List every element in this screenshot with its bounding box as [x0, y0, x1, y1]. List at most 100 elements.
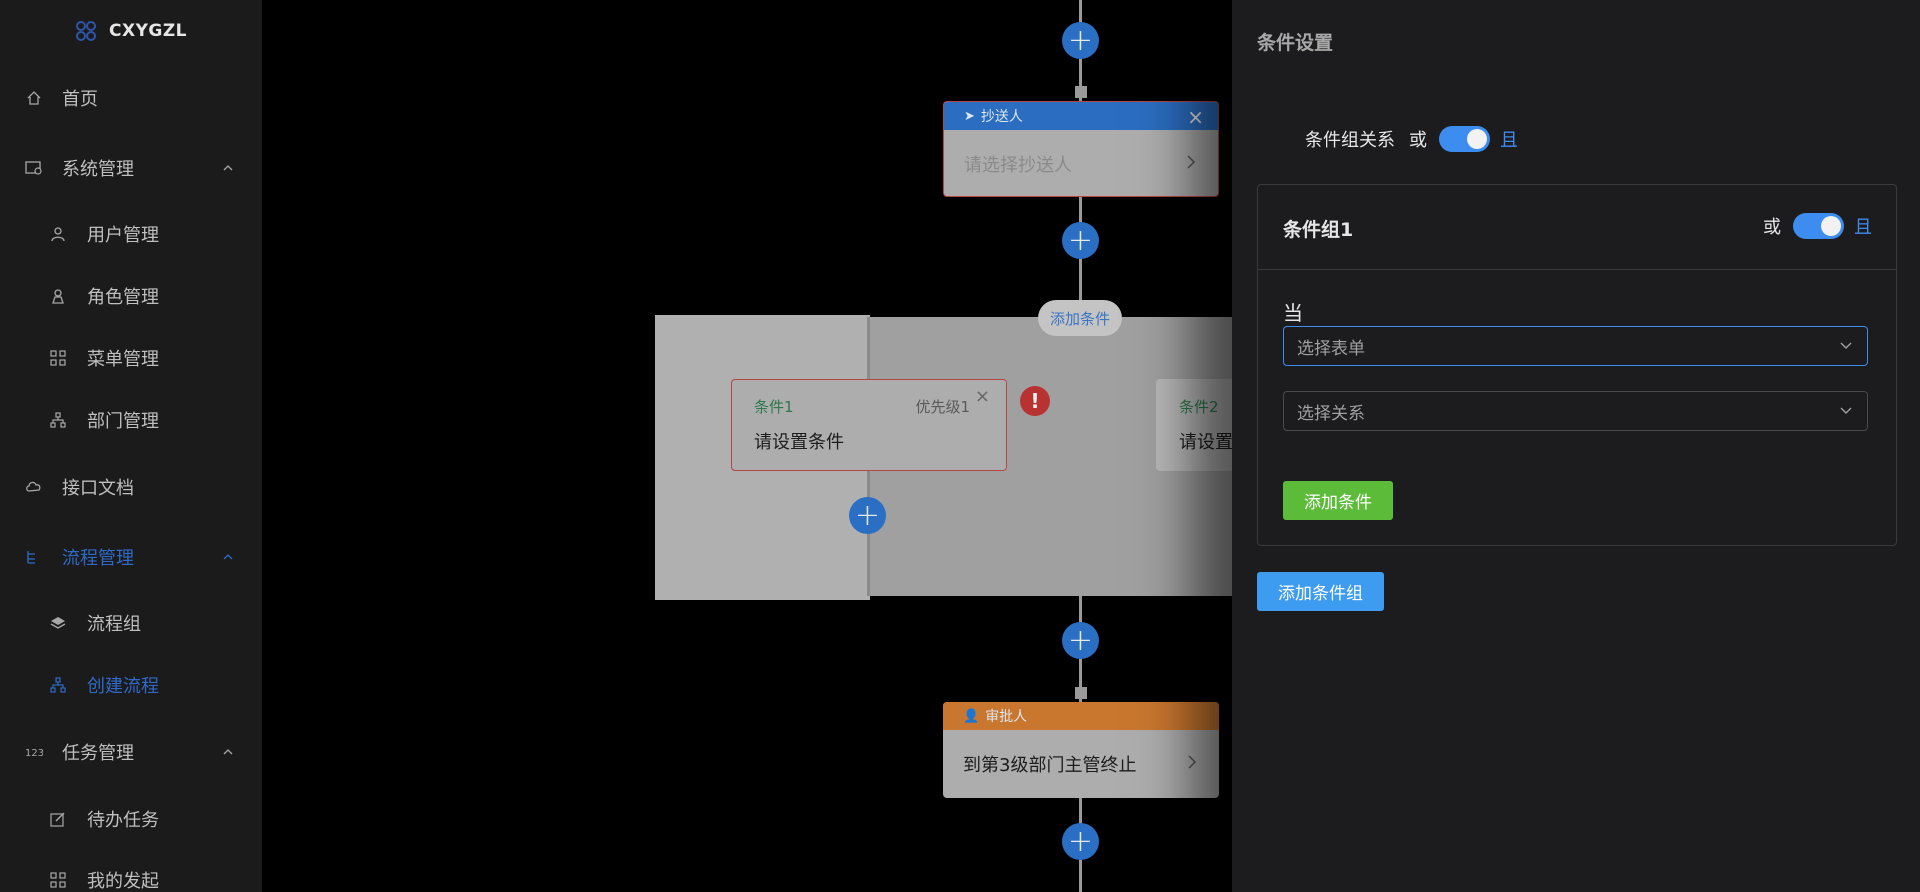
condition-settings-drawer: 条件设置 条件组关系 或 且 条件组1 或 且 当 选择表单 选择关系: [1232, 0, 1920, 892]
chevron-right-icon: [1187, 155, 1196, 169]
add-node-button[interactable]: +: [849, 497, 886, 534]
cc-node-placeholder: 请选择抄送人: [964, 155, 1072, 176]
grid-icon: [49, 871, 67, 889]
condition-relation-row: 或 且: [1763, 213, 1872, 239]
sidebar: CXYGZL 首页 系统管理 用户管理 角色管理 菜单管理 部门管理: [0, 0, 262, 892]
form-select[interactable]: 选择表单: [1283, 326, 1868, 366]
sidebar-item-departments[interactable]: 部门管理: [0, 395, 262, 445]
sidebar-item-label: 创建流程: [87, 676, 159, 697]
cc-node-header: ➤ 抄送人 ×: [944, 102, 1218, 130]
sidebar-item-todo[interactable]: 待办任务: [0, 794, 262, 844]
approver-node-title: 审批人: [985, 709, 1028, 725]
sidebar-item-label: 流程组: [87, 614, 141, 635]
approver-node-text: 到第3级部门主管终止: [963, 755, 1137, 776]
add-node-button[interactable]: +: [1062, 622, 1099, 659]
sidebar-item-label: 接口文档: [62, 478, 134, 499]
number-icon: 123: [25, 743, 43, 761]
logo-icon: [75, 21, 96, 41]
sidebar-item-roles[interactable]: 角色管理: [0, 271, 262, 321]
group-relation-label: 条件组关系: [1305, 130, 1395, 151]
connector-arrow: [1075, 687, 1087, 699]
layers-icon: [49, 614, 67, 632]
sidebar-item-home[interactable]: 首页: [0, 73, 262, 123]
sidebar-item-process[interactable]: 流程管理: [0, 532, 262, 582]
group-relation-toggle[interactable]: [1439, 126, 1490, 152]
condition-group-title: 条件组1: [1283, 219, 1354, 241]
settings-icon: [25, 159, 43, 177]
sidebar-item-label: 部门管理: [87, 411, 159, 432]
role-icon: [49, 287, 67, 305]
sidebar-item-label: 我的发起: [87, 871, 159, 892]
when-label: 当: [1283, 301, 1303, 325]
group-relation-row: 条件组关系 或 且: [1305, 126, 1518, 152]
sidebar-item-label: 菜单管理: [87, 349, 159, 370]
sidebar-item-label: 任务管理: [62, 743, 134, 764]
logo-text: CXYGZL: [108, 21, 187, 41]
sidebar-item-menus[interactable]: 菜单管理: [0, 333, 262, 383]
condition-title: 条件2: [1179, 398, 1219, 416]
condition-title: 条件1: [754, 398, 794, 416]
condition-text: 请设置条件: [754, 432, 844, 453]
error-icon: !: [1020, 386, 1050, 416]
logo: CXYGZL: [0, 0, 262, 62]
add-node-button[interactable]: +: [1062, 222, 1099, 259]
home-icon: [25, 89, 43, 107]
cloud-icon: [25, 478, 43, 496]
chevron-up-icon: [223, 554, 233, 560]
org-icon: [49, 676, 67, 694]
relation-or-label: 或: [1409, 130, 1427, 151]
form-select-placeholder: 选择表单: [1297, 338, 1365, 359]
paper-plane-icon: ➤: [964, 108, 975, 124]
connector-arrow: [1075, 86, 1087, 98]
add-condition-group-button[interactable]: 添加条件组: [1257, 572, 1384, 611]
approver-node[interactable]: 👤 审批人 到第3级部门主管终止: [943, 702, 1219, 798]
cc-node-body: 请选择抄送人: [944, 130, 1218, 196]
relation-and-label: 且: [1854, 217, 1872, 238]
flow-canvas: + ➤ 抄送人 × 请选择抄送人 + 添加条件 条件1 优先级1 × 请设置条件: [262, 0, 1234, 892]
add-node-button[interactable]: +: [1062, 22, 1099, 59]
close-icon[interactable]: ×: [1187, 105, 1204, 129]
condition-priority: 优先级1: [915, 398, 970, 416]
condition-group-card: 条件组1 或 且 当 选择表单 选择关系 添加条件: [1257, 184, 1897, 546]
relation-select[interactable]: 选择关系: [1283, 391, 1868, 431]
condition-relation-toggle[interactable]: [1793, 213, 1844, 239]
sidebar-item-label: 系统管理: [62, 159, 134, 180]
add-condition-button[interactable]: 添加条件: [1283, 481, 1393, 520]
org-icon: [49, 411, 67, 429]
sidebar-item-label: 用户管理: [87, 225, 159, 246]
condition-card-1[interactable]: 条件1 优先级1 × 请设置条件: [731, 379, 1007, 471]
sidebar-item-my-started[interactable]: 我的发起: [0, 855, 262, 892]
relation-or-label: 或: [1763, 217, 1781, 238]
sidebar-item-process-group[interactable]: 流程组: [0, 598, 262, 648]
tree-icon: [25, 548, 43, 566]
chevron-right-icon: [1188, 755, 1197, 769]
sidebar-item-system[interactable]: 系统管理: [0, 143, 262, 193]
chevron-down-icon: [1840, 342, 1852, 349]
sidebar-item-label: 流程管理: [62, 548, 134, 569]
sidebar-item-api-docs[interactable]: 接口文档: [0, 462, 262, 512]
condition-text: 请设置: [1179, 432, 1233, 453]
sidebar-item-users[interactable]: 用户管理: [0, 209, 262, 259]
relation-and-label: 且: [1500, 130, 1518, 151]
relation-select-placeholder: 选择关系: [1297, 403, 1365, 424]
svg-text:123: 123: [25, 748, 43, 758]
cc-node-title: 抄送人: [980, 109, 1023, 125]
user-icon: [49, 225, 67, 243]
cc-node[interactable]: ➤ 抄送人 × 请选择抄送人: [943, 101, 1219, 197]
sidebar-item-tasks[interactable]: 123 任务管理: [0, 727, 262, 777]
approver-node-header: 👤 审批人: [943, 702, 1219, 730]
add-condition-pill[interactable]: 添加条件: [1038, 300, 1123, 336]
condition-group-header: 条件组1 或 且: [1258, 185, 1896, 270]
approver-node-body: 到第3级部门主管终止: [943, 730, 1219, 798]
sidebar-item-label: 首页: [62, 89, 98, 110]
sidebar-item-label: 待办任务: [87, 810, 159, 831]
close-icon[interactable]: ×: [974, 386, 990, 407]
chevron-up-icon: [223, 165, 233, 171]
sidebar-item-label: 角色管理: [87, 287, 159, 308]
grid-icon: [49, 349, 67, 367]
edit-icon: [49, 810, 67, 828]
add-node-button[interactable]: +: [1062, 823, 1099, 860]
condition-card-2[interactable]: 条件2 请设置: [1156, 379, 1234, 471]
sidebar-item-create-process[interactable]: 创建流程: [0, 660, 262, 710]
